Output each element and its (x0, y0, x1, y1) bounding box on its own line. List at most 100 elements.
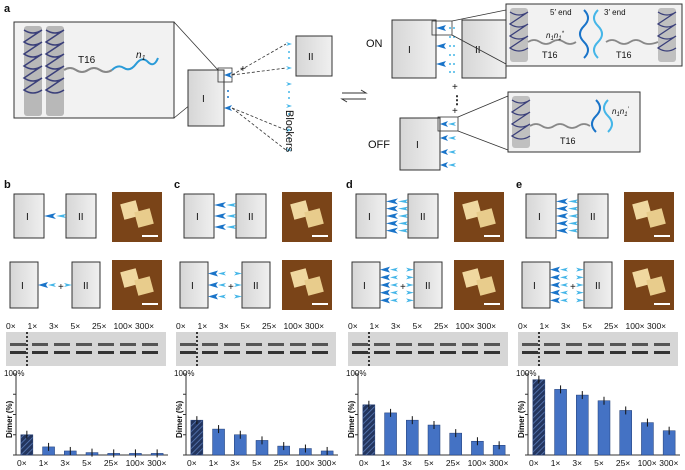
gel-band-dimer (10, 343, 26, 346)
schematic-bottom-tile-ii-label: II (425, 281, 431, 292)
schematic-bottom-tile-ii-label: II (83, 281, 89, 292)
svg-text:II: II (475, 45, 481, 56)
blocker-mark (234, 294, 242, 299)
blocker-mark (406, 267, 414, 272)
complement-mark (568, 214, 578, 218)
gel-band-dimer (632, 343, 648, 346)
lane-label: 300× (477, 321, 496, 331)
lane-label: 100× (284, 321, 303, 331)
blocker-mark (560, 298, 568, 303)
gel-band-dimer (54, 343, 70, 346)
lane-label: 3× (219, 321, 229, 331)
panel-label-a: a (4, 3, 11, 15)
blocker-mark (48, 283, 56, 287)
gel-band-monomer (98, 351, 114, 354)
x-tick-label: 1× (551, 458, 561, 468)
schematic-bottom-tile-ii (241, 261, 271, 309)
x-tick-label: 25× (274, 458, 288, 468)
gel-band-dimer (588, 343, 604, 346)
gel-band-dimer (462, 343, 478, 346)
handle-mark (386, 205, 398, 212)
lane-label: 25× (92, 321, 106, 331)
blocker-mark (406, 283, 414, 287)
afm-image-dimer-particle (134, 208, 154, 228)
schematic-top-tile-ii-label: II (590, 212, 596, 223)
y-axis-label: Dimer (%) (5, 400, 14, 438)
bar-0× (532, 379, 546, 456)
lane-label: 0× (176, 321, 186, 331)
schematic-top-tile-ii-label: II (420, 212, 426, 223)
plus-sign: + (400, 282, 406, 293)
complement-mark (568, 206, 578, 211)
afm-image-monomer-particle (476, 276, 496, 296)
gel-band-dimer (290, 343, 306, 346)
gel-band-monomer (352, 351, 368, 354)
gel-image (6, 332, 166, 366)
gel-band-monomer (246, 351, 262, 354)
complement-mark (568, 228, 578, 233)
x-tick-label: 0× (359, 458, 369, 468)
schematic-top-tile-i-label: I (196, 212, 199, 223)
gel-band-monomer (610, 351, 626, 354)
blocker-mark (576, 275, 584, 280)
handle-mark (208, 282, 218, 288)
complement-mark (226, 225, 236, 229)
complement-mark (398, 228, 408, 233)
blocker-mark (390, 298, 398, 303)
complement-mark (398, 221, 408, 226)
gel-band-dimer (566, 343, 582, 346)
lane-label: 100× (114, 321, 133, 331)
equilibrium-arrows-icon (340, 89, 368, 103)
x-tick-label: 5× (424, 458, 434, 468)
bar-3× (406, 419, 419, 456)
complement-mark (398, 214, 408, 218)
blocker-mark (576, 290, 584, 295)
handle-mark (386, 220, 398, 227)
t16-strand (63, 67, 113, 73)
afm-image-dimer-particle (476, 208, 496, 228)
panel-label-d: d (346, 179, 353, 191)
svg-text:I: I (202, 94, 205, 105)
x-tick-label: 3× (60, 458, 70, 468)
gel-band-dimer (654, 343, 670, 346)
handle-mark (380, 289, 390, 296)
lane-label: 100× (626, 321, 645, 331)
gel-band-monomer (632, 351, 648, 354)
gel-band-monomer (268, 351, 284, 354)
plus-sign: + (570, 282, 576, 293)
gel-band-dimer (32, 343, 48, 346)
blockers-label: Blockers (283, 110, 295, 153)
handle-mark (208, 270, 218, 277)
blocker-mark (390, 267, 398, 272)
off-label: OFF (368, 139, 390, 151)
lane-label: 0× (348, 321, 358, 331)
plus-on-off: + (452, 82, 458, 93)
handle-mark (556, 198, 568, 205)
gel-band-monomer (202, 351, 218, 354)
afm-image-dimer-particle (304, 208, 324, 228)
gel-band-dimer (352, 343, 368, 346)
handle-mark (380, 282, 390, 288)
handle-mark (550, 274, 560, 281)
on-label: ON (366, 38, 383, 50)
schematic-top-tile-i-label: I (538, 212, 541, 223)
blocker-mark (234, 283, 242, 287)
lane-label: 3× (561, 321, 571, 331)
lane-label: 300× (305, 321, 324, 331)
three-prime-label: 3′ end (604, 8, 626, 17)
handle-mark (556, 227, 568, 234)
x-tick-label: 1× (209, 458, 219, 468)
gel-band-dimer (142, 343, 158, 346)
plus-sign: + (228, 282, 234, 293)
plus-off: + (452, 106, 458, 117)
schematic-top-tile-i (355, 193, 387, 239)
gel-band-dimer (374, 343, 390, 346)
handle-mark (386, 213, 398, 219)
schematic-bottom-tile-i-label: I (363, 281, 366, 292)
lane-label: 5× (413, 321, 423, 331)
gel-band-monomer (10, 351, 26, 354)
handle-mark (556, 205, 568, 212)
lane-label: 300× (647, 321, 666, 331)
handle-mark (44, 213, 56, 219)
gel-band-dimer (312, 343, 328, 346)
